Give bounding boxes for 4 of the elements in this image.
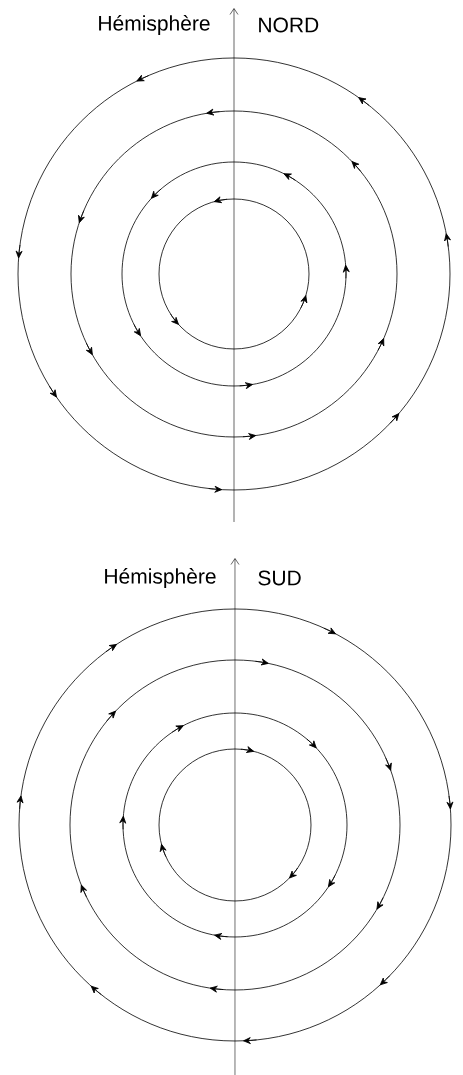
hemisphere-label: Hémisphère — [105, 568, 216, 588]
hemisphere-name: SUD — [258, 570, 301, 586]
hemisphere-name: NORD — [259, 17, 319, 33]
hemisphere-label: Hémisphère — [99, 15, 210, 35]
